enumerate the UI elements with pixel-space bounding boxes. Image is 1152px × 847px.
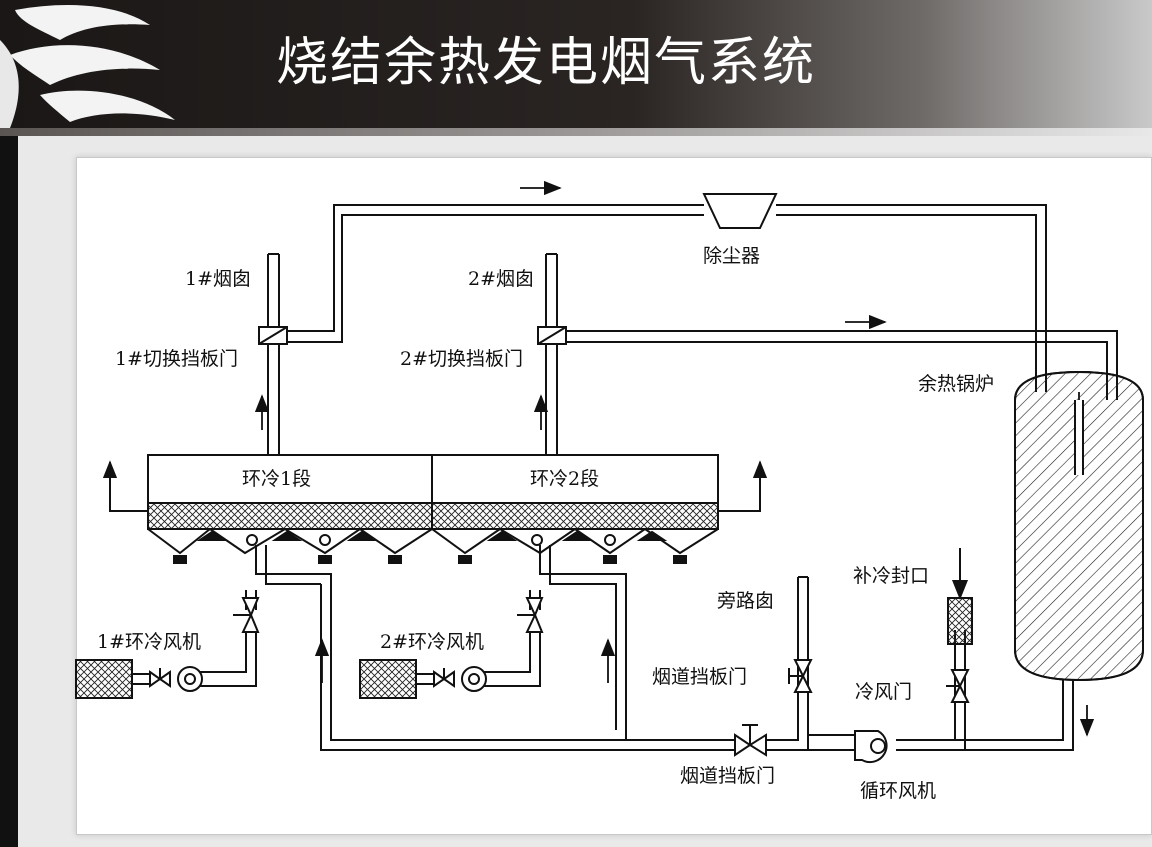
cold-seal-unit [946, 548, 973, 703]
switch-damper-2 [537, 326, 567, 345]
label-cooler-section-1: 环冷1段 [242, 468, 311, 490]
waste-heat-boiler [1014, 370, 1144, 682]
duct-to-dust-collector [288, 204, 1047, 392]
label-switch-damper-1: 1#切换挡板门 [115, 348, 238, 370]
switch-damper-1 [258, 326, 288, 345]
left-edge-bar [0, 136, 18, 847]
label-flue-damper-upper: 烟道挡板门 [652, 666, 747, 688]
dust-collector [702, 193, 778, 229]
cooler-fan-1-unit [75, 590, 260, 699]
logo-swoosh-icon [0, 5, 175, 128]
label-circulation-fan: 循环风机 [860, 780, 936, 802]
label-chimney-1: 1#烟囱 [185, 268, 251, 290]
label-flue-damper-lower: 烟道挡板门 [680, 765, 775, 787]
label-switch-damper-2: 2#切换挡板门 [400, 348, 523, 370]
label-cooler-fan-2: 2#环冷风机 [380, 631, 484, 653]
flow-arrows [102, 180, 1095, 737]
label-waste-heat-boiler: 余热锅炉 [918, 373, 994, 395]
label-cooler-section-2: 环冷2段 [530, 468, 599, 490]
cooler-fan-2-unit [359, 590, 544, 699]
label-bypass-chimney: 旁路囱 [717, 590, 774, 612]
label-dust-collector: 除尘器 [703, 245, 760, 267]
label-cold-air-damper: 冷风门 [855, 681, 912, 703]
header-divider [0, 128, 1152, 136]
circulation-fan-symbol [854, 730, 888, 764]
label-cooler-fan-1: 1#环冷风机 [97, 631, 201, 653]
page-title: 烧结余热发电烟气系统 [276, 33, 817, 93]
chimney-2 [545, 253, 558, 455]
return-duct [255, 545, 1074, 751]
ring-cooler [109, 454, 761, 564]
chimney-1 [267, 253, 280, 455]
header-banner: 烧结余热发电烟气系统 [0, 0, 1152, 128]
label-cold-seal: 补冷封口 [853, 565, 929, 587]
flue-damper-lower-symbol [734, 724, 767, 757]
flue-damper-upper-symbol [788, 659, 813, 693]
label-chimney-2: 2#烟囱 [468, 268, 534, 290]
